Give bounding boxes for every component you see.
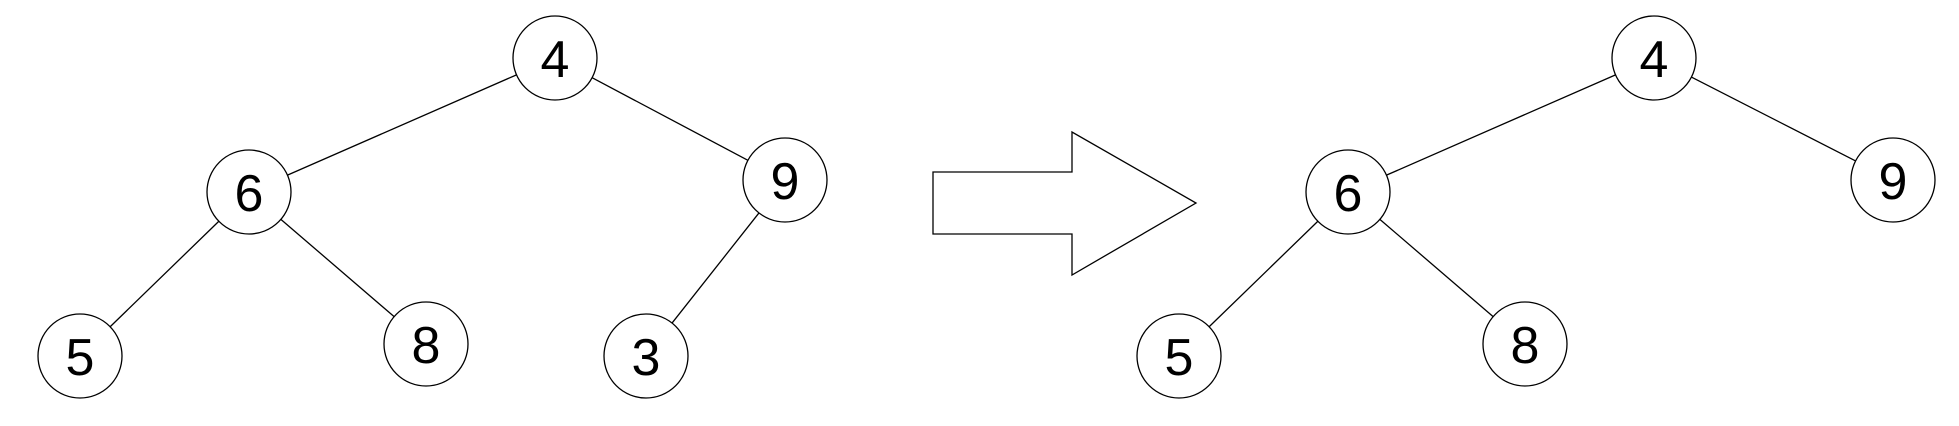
tree-node-right: 9 [1850, 137, 1936, 223]
node-label: 9 [1879, 153, 1908, 211]
node-label: 9 [771, 153, 800, 211]
node-label: 5 [66, 329, 95, 387]
edge-right-to-right-left [671, 212, 760, 324]
edge-left-to-left-right [280, 218, 395, 318]
tree-node-left-left: 5 [37, 313, 123, 399]
tree-node-root: 4 [1611, 15, 1697, 101]
tree-node-left-right: 8 [383, 301, 469, 387]
tree-node-right: 9 [742, 137, 828, 223]
node-label: 6 [235, 165, 264, 223]
node-circle [512, 15, 598, 101]
tree-before: 4 6 9 5 8 3 [37, 15, 828, 399]
node-label: 5 [1165, 329, 1194, 387]
node-circle [37, 313, 123, 399]
right-arrow-icon [932, 130, 1198, 277]
tree-node-left: 6 [1305, 149, 1391, 235]
node-circle [603, 313, 689, 399]
edge-root-to-left [287, 74, 517, 176]
tree-after: 4 6 9 5 8 [1136, 15, 1936, 399]
node-label: 3 [632, 329, 661, 387]
node-label: 8 [1511, 317, 1540, 375]
node-circle [1850, 137, 1936, 223]
node-circle [206, 149, 292, 235]
node-circle [383, 301, 469, 387]
tree-node-right-left: 3 [603, 313, 689, 399]
node-label: 4 [1640, 31, 1669, 89]
node-label: 8 [412, 317, 441, 375]
edge-left-to-left-left [109, 220, 220, 328]
edge-root-to-right [1691, 76, 1856, 162]
node-circle [1305, 149, 1391, 235]
edge-left-to-left-left [1208, 220, 1319, 328]
edge-root-to-left [1386, 74, 1616, 176]
tree-node-root: 4 [512, 15, 598, 101]
tree-node-left-left: 5 [1136, 313, 1222, 399]
tree-node-left-right: 8 [1482, 301, 1568, 387]
tree-node-left: 6 [206, 149, 292, 235]
node-circle [1482, 301, 1568, 387]
edge-left-to-left-right [1379, 218, 1494, 318]
node-circle [742, 137, 828, 223]
node-circle [1136, 313, 1222, 399]
node-label: 4 [541, 31, 570, 89]
node-label: 6 [1334, 165, 1363, 223]
node-circle [1611, 15, 1697, 101]
edge-root-to-right [591, 77, 749, 161]
